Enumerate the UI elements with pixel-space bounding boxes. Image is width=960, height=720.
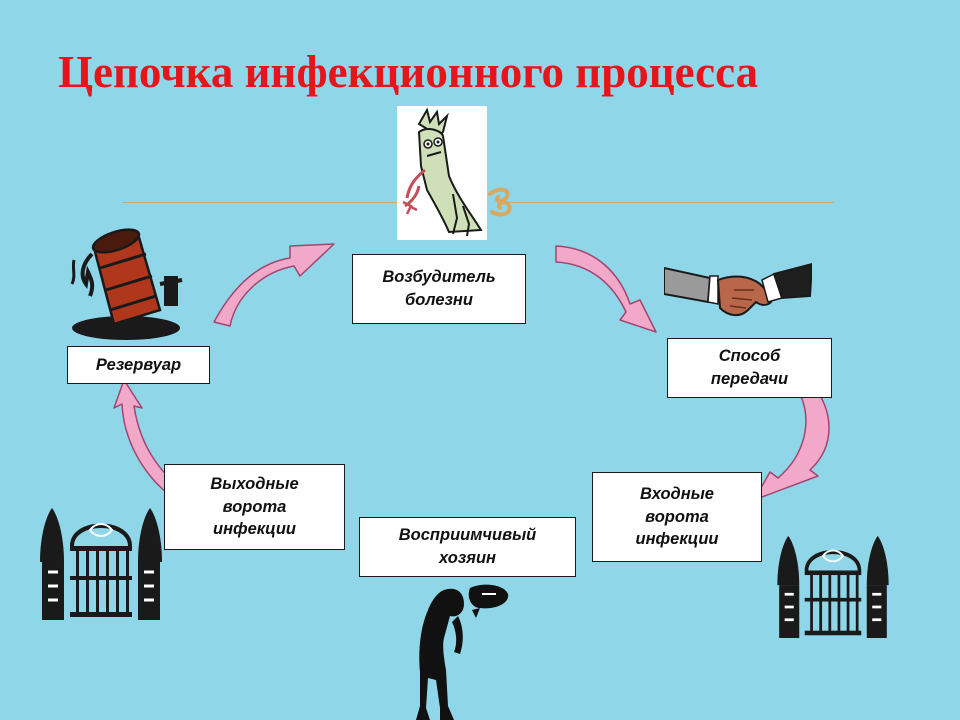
node-host: Восприимчивый хозяин: [359, 517, 576, 577]
title-divider-right: [500, 202, 834, 203]
swirl-ornament-icon: [488, 187, 512, 217]
node-reservoir: Резервуар: [67, 346, 210, 384]
leaking-barrel-icon: [70, 228, 183, 340]
sick-person-icon: [416, 584, 509, 720]
arrow-pathogen-to-transmission: [555, 245, 657, 333]
node-reservoir-label: Резервуар: [95, 355, 182, 374]
handshake-icon: [664, 262, 812, 316]
germ-creature-icon: [397, 106, 487, 240]
node-entry-gate: Входные ворота инфекции: [592, 472, 762, 562]
node-pathogen: Возбудитель болезни: [352, 254, 526, 324]
node-pathogen-label: Возбудитель болезни: [382, 268, 496, 309]
node-transmission-label: Способ передачи: [710, 347, 789, 388]
node-transmission: Способ передачи: [667, 338, 832, 398]
gate-icon: [777, 535, 889, 638]
title-divider-left: [122, 202, 400, 203]
node-host-label: Восприимчивый хозяин: [398, 526, 537, 567]
node-exit-gate-label: Выходные ворота инфекции: [210, 474, 299, 539]
arrow-transmission-to-entry: [753, 383, 830, 501]
slide-title: Цепочка инфекционного процесса: [58, 47, 759, 97]
arrow-reservoir-to-pathogen: [213, 243, 335, 327]
node-entry-gate-label: Входные ворота инфекции: [635, 484, 719, 549]
gate-icon: [40, 508, 162, 620]
node-exit-gate: Выходные ворота инфекции: [164, 464, 345, 550]
